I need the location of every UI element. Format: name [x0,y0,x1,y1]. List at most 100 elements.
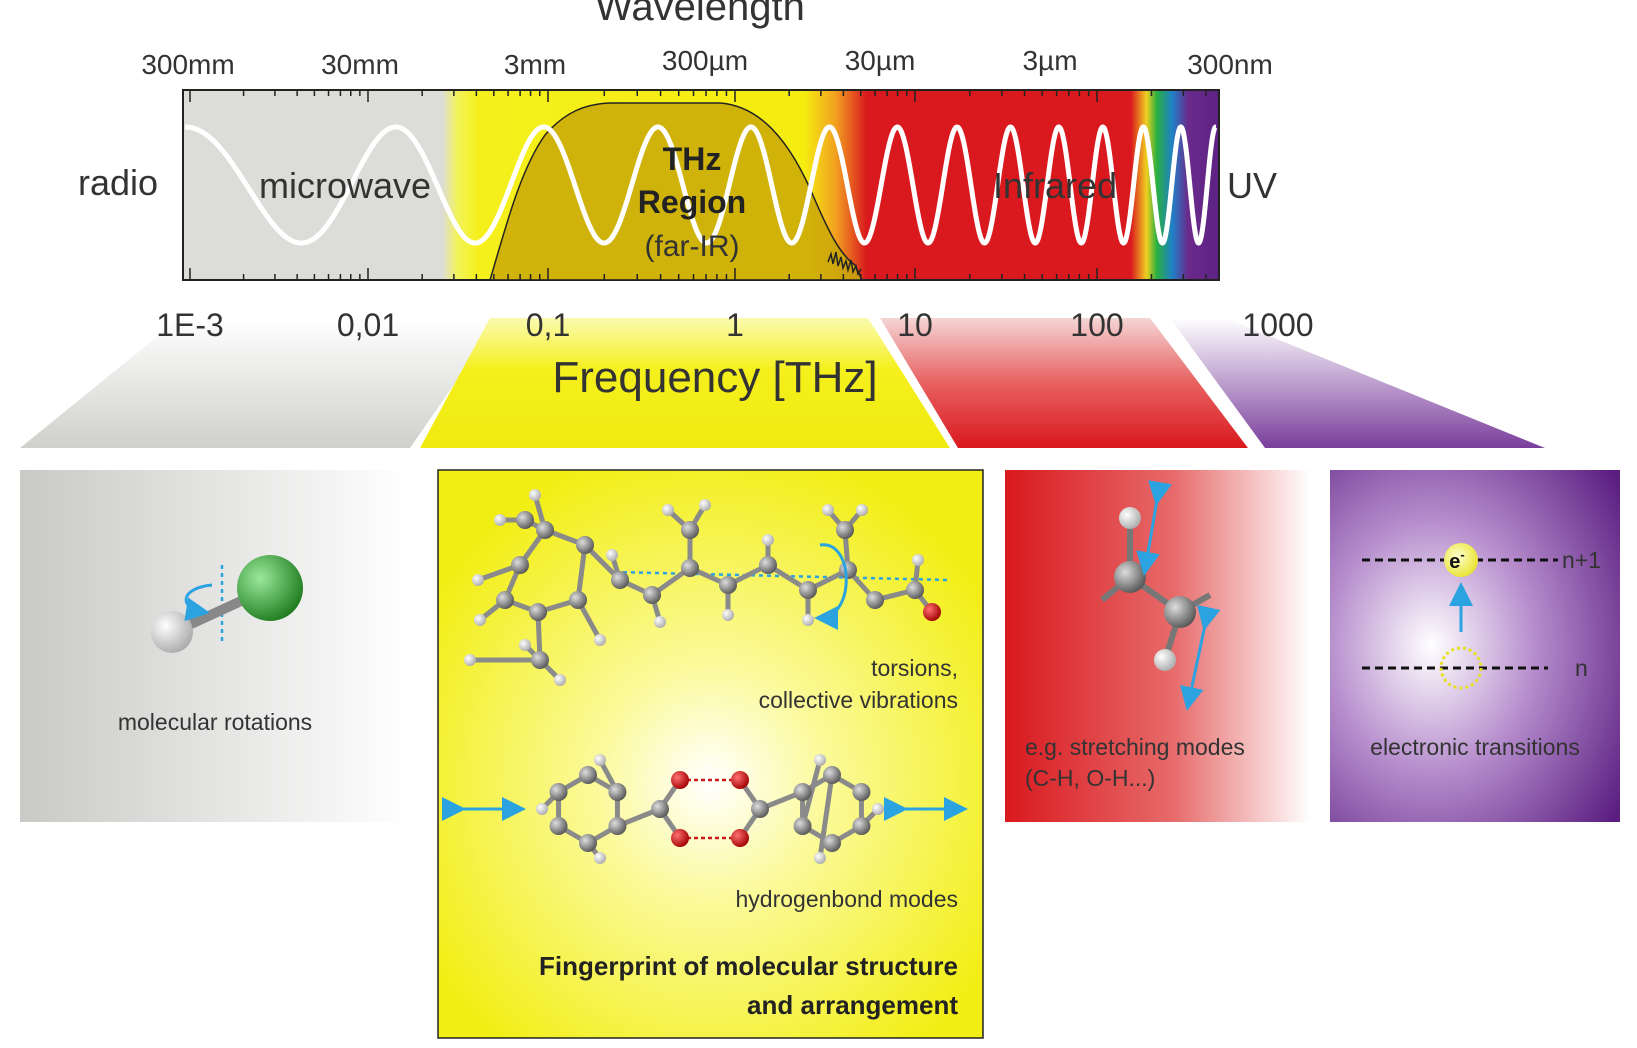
hydrogen-atom [814,852,826,864]
frequency-tick-label: 1E-3 [156,307,224,343]
frequency-tick-label: 10 [897,307,933,343]
carbon-atom [579,766,597,784]
band-label-microwave: microwave [259,165,431,206]
carbon-atom [793,783,812,801]
thz-summary: and arrangement [747,990,958,1020]
hydrogen-atom [814,754,826,766]
hydrogen-atom [536,803,548,815]
carbon-atom [579,834,597,852]
carbon-atom [751,800,769,818]
axis-minor-ticks [189,90,1207,280]
carbon-atom [799,581,817,599]
carbon-atom [793,817,812,835]
fan-uv [1170,318,1545,448]
wavelength-tick-label: 3mm [504,49,566,80]
wavelength-tick-label: 3µm [1022,45,1077,76]
wavelength-tick-label: 300nm [1187,49,1273,80]
band-label-radio: radio [78,162,158,203]
torsion-caption: torsions, [871,655,958,681]
band-label-thz-sub: (far-IR) [645,230,740,263]
carbon-atom [496,591,514,609]
carbon-atom [759,556,777,574]
hydrogen-bonded-dimer [536,754,884,864]
band-label-thz: Region [638,184,746,220]
frequency-tick-label: 1 [726,307,744,343]
hydrogen-atom [151,611,193,653]
wavelength-tick-label: 300µm [662,45,748,76]
panel-electronic-transitions: e- n+1 n electronic transitions [1330,470,1620,822]
carbon-atom [719,576,737,594]
fan-microwave [20,318,500,448]
hydrogen-atom [606,549,618,561]
thz-absorption-profile [488,102,864,281]
panel-infrared-modes: e.g. stretching modes (C-H, O-H...) [1005,470,1310,822]
electron-symbol-sup: - [1460,547,1464,562]
em-wave [185,124,1218,246]
carbon-atom [823,834,841,852]
thz-summary: Fingerprint of molecular structure [539,951,958,981]
oxygen-atom [671,829,689,847]
oxygen-atom [731,771,749,789]
hydrogen-atom [662,504,674,516]
wavelength-tick-label: 30mm [321,49,399,80]
carbon-atom [681,521,699,539]
carbon-atom [866,591,884,609]
frequency-tick-labels: 1E-3 0,01 0,1 1 10 100 1000 [156,307,1313,343]
bond [817,774,835,859]
carbon-atom [511,556,529,574]
frequency-tick-label: 100 [1070,307,1123,343]
electron-icon [1444,543,1478,577]
carbon-atom [569,591,587,609]
panel-thz-modes: torsions, collective vibrations hydrogen… [437,469,984,1039]
hydrogen-atom [1119,507,1141,529]
hydrogen-atom [654,616,666,628]
stretch-arrow-icon [1136,480,1172,576]
hydrogen-atom [856,504,868,516]
hydrogen-atom [699,499,711,511]
carbon-atom [651,800,669,818]
wavelength-tick-label: 300mm [141,49,234,80]
hydrogen-atom [802,614,814,626]
ir-caption: (C-H, O-H...) [1025,765,1155,791]
hydrogen-atom [474,614,486,626]
band-label-infrared: Infrared [993,165,1117,206]
carbon-atom [823,766,841,784]
hydrogen-atom [529,489,541,501]
carbon-atom [516,511,534,529]
hbond-caption: hydrogenbond modes [736,886,959,912]
carbon-atom [852,817,871,835]
hydrogen-atom [519,639,531,651]
carbon-atom [643,586,661,604]
fan-thz [420,318,950,448]
uv-caption: electronic transitions [1370,734,1580,760]
carbon-atom [611,571,629,589]
stretch-arrow-icon [1180,604,1221,711]
hydrogen-atom [762,534,774,546]
hydrogen-atom [822,504,834,516]
frequency-tick-label: 1000 [1242,307,1313,343]
hydrogen-atom [912,554,924,566]
carbon-atom [1164,596,1196,628]
carbon-atom [529,603,547,621]
band-label-thz: THz [663,141,722,177]
hydrogen-atom [872,803,884,815]
wavelength-tick-labels: 300mm 30mm 3mm 300µm 30µm 3µm 300nm [141,45,1273,80]
hydrogen-atom [594,852,606,864]
carbon-atom [852,783,871,801]
rotation-arrow-icon [184,583,213,622]
electron-symbol: e- [1449,547,1464,573]
hydrogen-atom [594,634,606,646]
level-label-upper: n+1 [1562,547,1601,573]
panel-molecular-rotations: molecular rotations [20,470,410,822]
torsion-arrow-icon [814,543,848,630]
carbon-atom [608,817,627,835]
bond [575,544,588,601]
torsion-caption: collective vibrations [759,687,958,713]
fan-infrared [880,318,1248,448]
hydrogen-atom [554,674,566,686]
wavelength-axis-title: Wavelength [595,0,805,29]
hydrogen-atom [1154,649,1176,671]
hydrogen-atom [594,754,606,766]
